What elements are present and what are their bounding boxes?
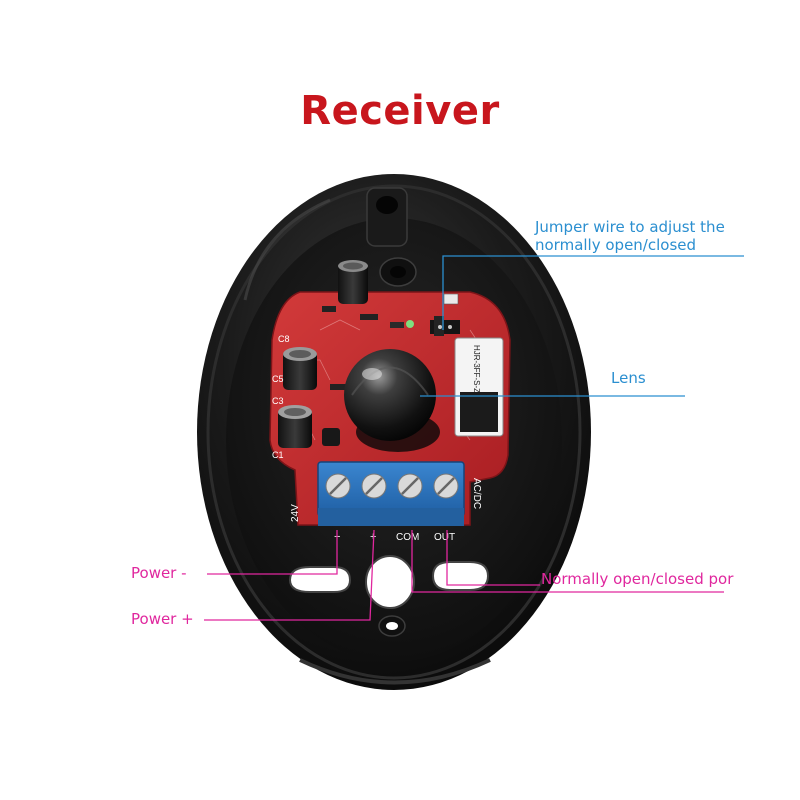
small-components xyxy=(322,293,459,446)
relay: HJR-3FF-S-Z xyxy=(454,337,504,437)
marking-acdc: AC/DC xyxy=(471,478,482,509)
callout-power-plus: Power + xyxy=(131,610,194,628)
top-mount-boss xyxy=(366,187,417,287)
housing-highlight xyxy=(243,198,331,301)
capacitor-left xyxy=(283,347,317,390)
marking-out: OUT xyxy=(434,532,455,543)
marking-c5: C5 xyxy=(272,374,284,384)
marking-c3: C3 xyxy=(272,396,284,406)
marking-c1: C1 xyxy=(272,450,284,460)
line-jumper xyxy=(442,255,744,330)
callout-lens: Lens xyxy=(611,369,646,387)
marking-c8: C8 xyxy=(278,334,290,344)
slot-right xyxy=(431,561,490,591)
line-no-nc-out xyxy=(446,530,540,586)
callout-power-minus: Power - xyxy=(131,564,187,582)
housing-bottom-lip xyxy=(299,658,491,685)
line-power-minus xyxy=(207,530,338,575)
terminal-screws xyxy=(325,473,459,499)
line-no-nc-com xyxy=(411,530,724,593)
callout-jumper-line2: normally open/closed xyxy=(535,236,697,254)
capacitor-top xyxy=(338,260,368,304)
callout-lines xyxy=(204,255,744,621)
callout-jumper: Jumper wire to adjust the normally open/… xyxy=(535,218,725,254)
housing-rim xyxy=(206,184,582,680)
slot-left xyxy=(288,566,352,593)
jumper-header xyxy=(430,316,460,336)
callout-no-nc-port: Normally open/closed por xyxy=(541,570,734,588)
marking-24v: 24V xyxy=(290,504,301,522)
bottom-openings xyxy=(288,555,490,637)
capacitor-bottom xyxy=(278,405,312,448)
relay-marking: HJR-3FF-S-Z xyxy=(472,345,481,393)
callout-jumper-line1: Jumper wire to adjust the xyxy=(535,218,725,236)
cable-entry xyxy=(365,555,415,609)
page-title: Receiver xyxy=(300,88,500,134)
line-power-plus xyxy=(204,529,375,621)
terminal-block xyxy=(317,461,465,526)
marking-com: COM xyxy=(396,532,419,543)
capacitors xyxy=(278,260,368,448)
lens xyxy=(344,349,440,452)
